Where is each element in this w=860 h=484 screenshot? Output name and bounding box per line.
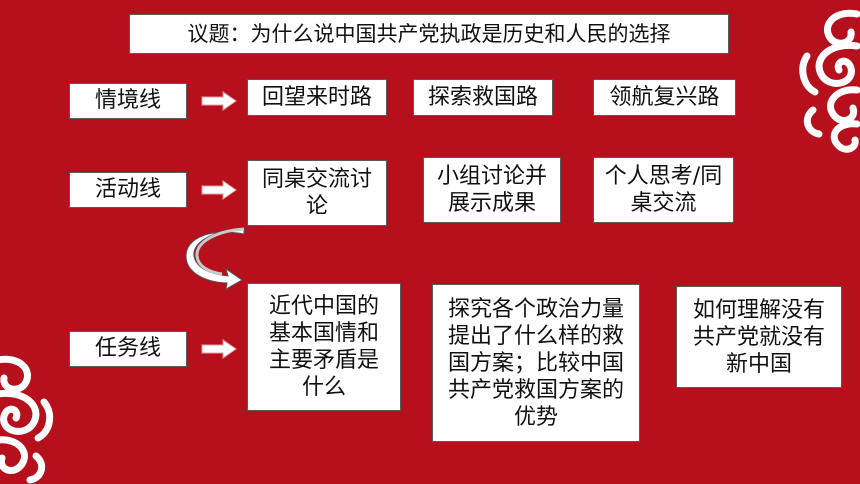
curved-down-arrow-icon (186, 227, 245, 290)
activity-item-3: 个人思考/同桌交流 (593, 157, 734, 223)
scenario-item-1: 回望来时路 (247, 79, 387, 116)
cloud-ornament-bottom-left (0, 355, 54, 484)
scenario-item-2: 探索救国路 (413, 79, 553, 116)
task-item-1: 近代中国的基本国情和主要矛盾是什么 (247, 283, 401, 411)
scenario-item-3: 领航复兴路 (593, 79, 736, 116)
activity-item-1: 同桌交流讨论 (247, 160, 387, 226)
row-label-scenario: 情境线 (69, 83, 187, 119)
row-label-activity: 活动线 (69, 172, 187, 208)
activity-item-2: 小组讨论并展示成果 (423, 157, 561, 223)
task-item-2: 探究各个政治力量提出了什么样的救国方案；比较中国共产党救国方案的优势 (432, 284, 640, 442)
row-label-task: 任务线 (69, 331, 187, 367)
right-arrow-icon (201, 91, 237, 111)
right-arrow-icon (201, 339, 237, 359)
right-arrow-icon (201, 180, 237, 200)
topic-title: 议题：为什么说中国共产党执政是历史和人民的选择 (129, 14, 729, 54)
task-item-3: 如何理解没有共产党就没有新中国 (676, 286, 842, 388)
cloud-ornament-top-right (799, 9, 860, 153)
